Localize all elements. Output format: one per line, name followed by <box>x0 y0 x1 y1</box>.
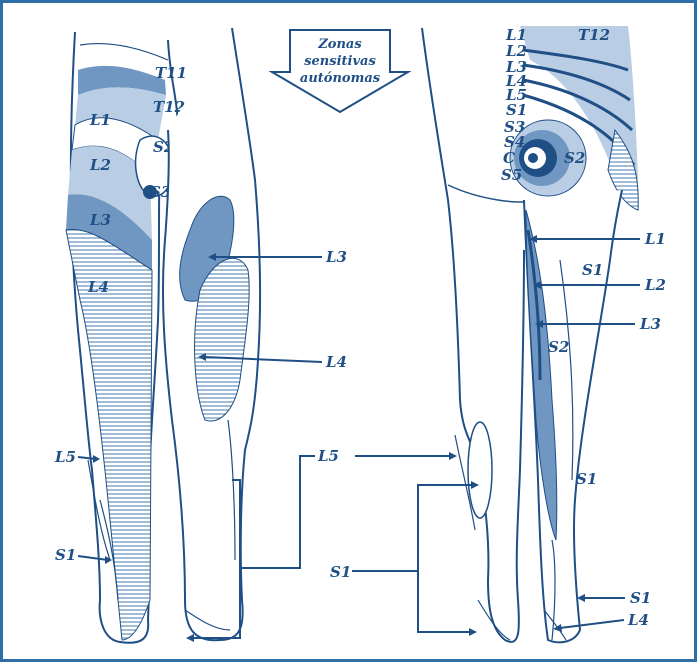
label-back-spine-9: S5 <box>501 166 522 184</box>
bracket-center-l5 <box>232 456 315 568</box>
label-center-l5: L5 <box>317 447 339 465</box>
label-back-s1-bracket: S1 <box>330 563 351 581</box>
label-back-s1-mid: S1 <box>582 261 603 279</box>
front-leg <box>66 32 178 643</box>
label-front-l4: L4 <box>87 278 109 296</box>
autonomous-zones-callout: Zonas sensitivas autónomas <box>272 30 408 112</box>
bracket-back-s1 <box>352 485 472 571</box>
label-front-t11: T11 <box>155 64 187 82</box>
label-back-spine-8: C <box>503 149 515 167</box>
back-right-leg <box>510 26 638 642</box>
label-center-l4: L4 <box>325 353 347 371</box>
label-back-s2-top: S2 <box>564 149 585 167</box>
label-back-s2-mid: S2 <box>548 338 569 356</box>
label-front-l3: L3 <box>89 211 111 229</box>
label-right-l2: L2 <box>644 276 666 294</box>
label-front-l5: L5 <box>54 448 76 466</box>
label-back-s1-low: S1 <box>576 470 597 488</box>
label-front-s1: S1 <box>55 546 76 564</box>
callout-line2: sensitivas <box>304 54 376 69</box>
callout-line1: Zonas <box>317 37 362 52</box>
label-right-l1: L1 <box>644 230 666 248</box>
back-l5-oval <box>468 422 492 518</box>
label-back-spine-5: S1 <box>506 101 527 119</box>
label-right-l4: L4 <box>627 611 649 629</box>
label-front-l1: L1 <box>89 111 111 129</box>
label-right-s1: S1 <box>630 589 651 607</box>
label-front-l2: L2 <box>89 156 111 174</box>
label-center-l3: L3 <box>325 248 347 266</box>
label-right-l3: L3 <box>639 315 661 333</box>
label-back-t12: T12 <box>578 26 610 44</box>
callout-line3: autónomas <box>300 71 381 86</box>
center-leg <box>163 28 260 640</box>
